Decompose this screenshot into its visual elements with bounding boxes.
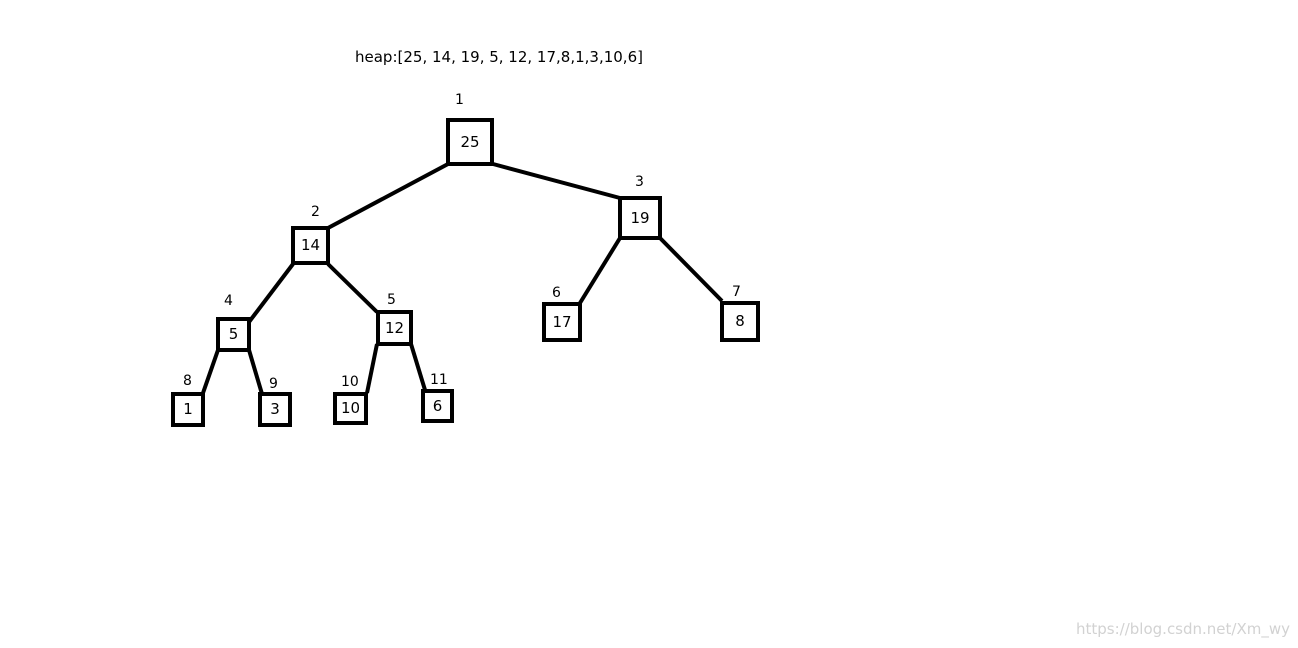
heap-node-4: 5 <box>216 317 251 352</box>
edge-5-11 <box>409 343 427 391</box>
node-index-label: 6 <box>552 285 561 301</box>
edge-5-10 <box>365 343 379 394</box>
node-value: 12 <box>384 318 405 337</box>
edge-4-9 <box>247 349 264 395</box>
heap-node-2: 14 <box>291 226 330 265</box>
node-index-label: 2 <box>311 204 320 220</box>
node-index-label: 3 <box>635 174 644 190</box>
heap-node-9: 3 <box>258 392 292 427</box>
node-index-label: 9 <box>269 376 278 392</box>
node-value: 17 <box>552 312 572 331</box>
node-index-label: 8 <box>183 373 192 389</box>
heap-node-5: 12 <box>376 310 413 346</box>
node-value: 1 <box>183 400 193 418</box>
node-index-label: 4 <box>224 293 233 309</box>
node-value: 5 <box>228 325 239 343</box>
node-value: 3 <box>270 400 280 418</box>
node-value: 19 <box>630 208 650 227</box>
node-value: 6 <box>432 396 443 415</box>
heap-node-1: 25 <box>446 118 494 166</box>
heap-node-3: 19 <box>618 196 662 240</box>
heap-node-10: 10 <box>333 392 368 425</box>
edge-1-2 <box>327 162 449 230</box>
edge-3-6 <box>578 236 622 305</box>
edge-1-3 <box>492 162 621 200</box>
node-value: 8 <box>735 312 745 330</box>
node-index-label: 7 <box>732 284 741 300</box>
heap-array-label: heap:[25, 14, 19, 5, 12, 17,8,1,3,10,6] <box>355 48 643 66</box>
edge-4-8 <box>201 349 220 394</box>
heap-node-11: 6 <box>421 389 454 423</box>
node-index-label: 5 <box>387 292 396 308</box>
heap-node-8: 1 <box>171 392 205 427</box>
heap-node-7: 8 <box>720 301 760 342</box>
edge-2-4 <box>247 262 295 324</box>
node-index-label: 11 <box>430 372 448 388</box>
edge-2-5 <box>326 262 379 314</box>
node-value: 14 <box>300 236 321 254</box>
node-index-label: 10 <box>341 374 359 390</box>
watermark: https://blog.csdn.net/Xm_wy <box>1076 620 1290 638</box>
node-value: 10 <box>340 399 361 417</box>
node-index-label: 1 <box>455 92 464 108</box>
node-value: 25 <box>460 132 480 151</box>
edge-3-7 <box>658 236 724 303</box>
heap-node-6: 17 <box>542 302 582 342</box>
